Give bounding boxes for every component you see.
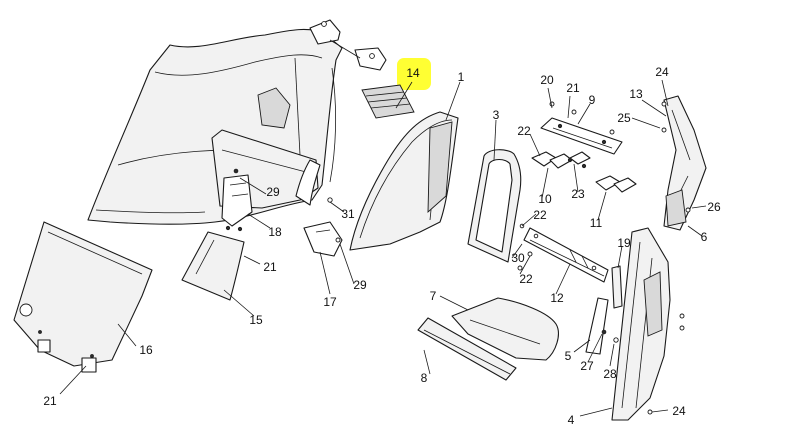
callout-11: 11 — [589, 216, 603, 230]
callout-19: 19 — [617, 236, 631, 250]
callout-3: 3 — [492, 108, 500, 122]
callout-1: 1 — [457, 70, 465, 84]
callout-22-c: 22 — [519, 272, 533, 286]
callout-22-b: 22 — [533, 208, 547, 222]
part-19-strip — [611, 265, 623, 309]
callout-29-b: 29 — [353, 278, 367, 292]
part-8-base — [417, 317, 517, 381]
callout-4: 4 — [567, 413, 575, 427]
part-10-hinge-set — [531, 151, 591, 169]
callout-12: 12 — [550, 291, 564, 305]
callout-15: 15 — [249, 313, 263, 327]
part-4-door-trim — [611, 227, 685, 421]
part-6-side-bracket — [661, 95, 707, 231]
callout-25: 25 — [617, 111, 631, 125]
lower-inner-panel — [211, 129, 319, 232]
callout-20: 20 — [540, 73, 554, 87]
callout-22-a: 22 — [517, 124, 531, 138]
callout-5: 5 — [564, 349, 572, 363]
callout-24-bottom: 24 — [672, 404, 686, 418]
callout-16: 16 — [139, 343, 153, 357]
callout-30: 30 — [511, 251, 525, 265]
callout-28: 28 — [603, 367, 617, 381]
part-14-trim-strip — [361, 84, 415, 119]
callout-14-highlight — [397, 58, 431, 90]
part-3-window-frame — [467, 149, 522, 263]
part-1-pillar-trim — [349, 111, 459, 251]
callout-21-mid: 21 — [263, 260, 277, 274]
part-16-lower-panel — [13, 221, 153, 373]
callout-13: 13 — [629, 87, 643, 101]
part-15-curved-trim — [181, 231, 245, 301]
leader-lines — [59, 79, 707, 417]
part-12-rail — [523, 227, 609, 283]
part-5-latch-bracket — [585, 297, 619, 355]
part-11-hinge-set — [595, 175, 637, 193]
callout-29-a: 29 — [266, 185, 280, 199]
callout-17: 17 — [323, 295, 337, 309]
callout-8: 8 — [420, 371, 428, 385]
callout-27: 27 — [580, 359, 594, 373]
part-17-lower-bracket — [295, 159, 343, 257]
callout-18: 18 — [268, 225, 282, 239]
callout-26: 26 — [707, 200, 721, 214]
callout-7: 7 — [429, 289, 437, 303]
callout-21-bottom: 21 — [43, 394, 57, 408]
callout-21-top: 21 — [566, 81, 580, 95]
upper-hinge-bracket — [309, 19, 387, 71]
callout-9: 9 — [588, 93, 596, 107]
callout-6: 6 — [700, 230, 708, 244]
callout-24-top: 24 — [655, 65, 669, 79]
part-9-hinge-plate — [540, 101, 623, 155]
callout-23: 23 — [571, 187, 585, 201]
callout-31: 31 — [341, 207, 355, 221]
part-7-lid — [451, 297, 559, 361]
callout-14: 14 — [406, 66, 420, 80]
callout-10: 10 — [538, 192, 552, 206]
